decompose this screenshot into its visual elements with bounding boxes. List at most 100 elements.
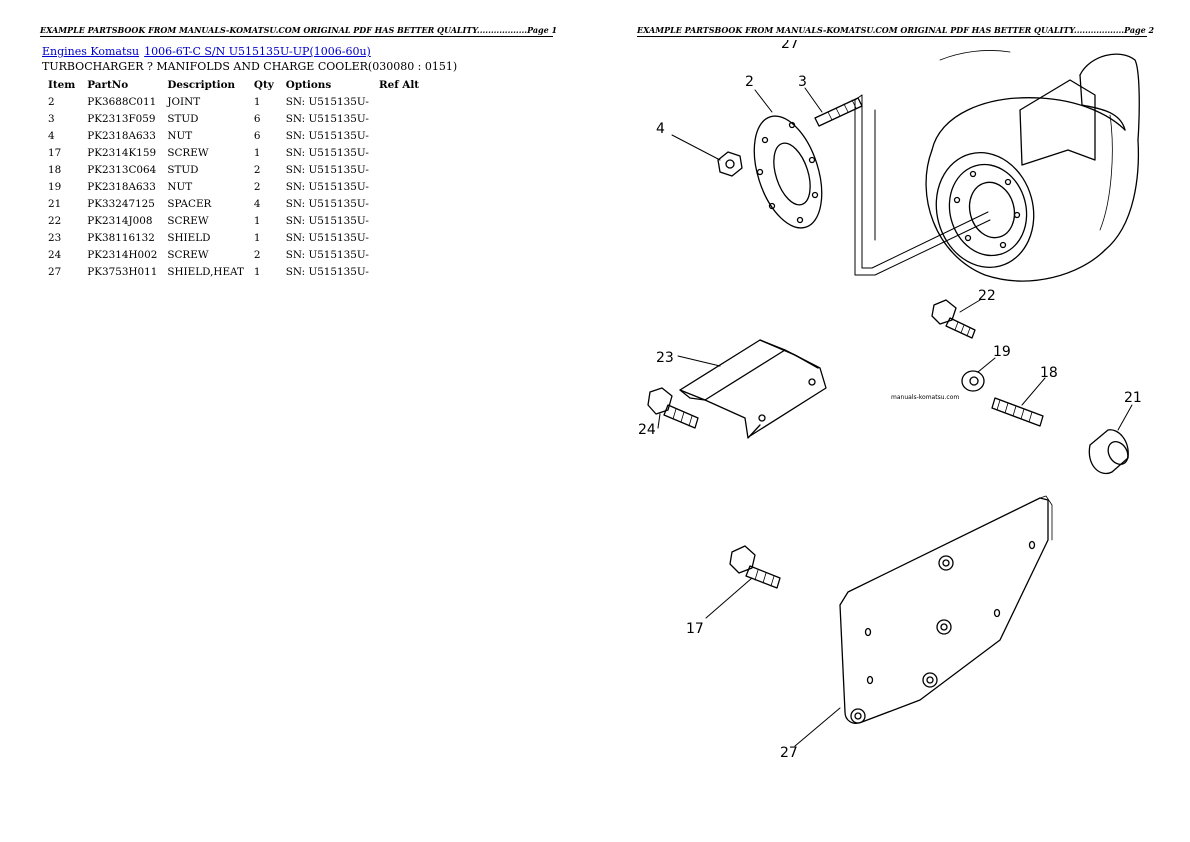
nut-19 xyxy=(961,370,985,392)
header-divider-right xyxy=(637,36,1147,37)
table-cell xyxy=(373,161,425,178)
column-header: Options xyxy=(285,79,332,91)
page-header-left: EXAMPLE PARTSBOOK FROM MANUALS-KOMATSU.C… xyxy=(40,25,558,35)
table-cell: 1 xyxy=(253,95,261,108)
table-cell: 23 xyxy=(48,231,62,244)
column-header: Item xyxy=(48,79,76,91)
table-cell: SN: U515135U- xyxy=(285,248,369,261)
table-cell: 1 xyxy=(253,214,261,227)
table-cell xyxy=(373,212,425,229)
table-cell: PK2314K159 xyxy=(87,146,157,159)
table-cell: 2 xyxy=(253,248,261,261)
table-cell: SN: U515135U- xyxy=(285,146,369,159)
stud-18 xyxy=(991,397,1044,427)
table-cell: 2 xyxy=(253,180,261,193)
table-cell: PK33247125 xyxy=(87,197,155,210)
table-cell: 17 xyxy=(48,146,62,159)
screw-24 xyxy=(647,387,699,429)
table-cell: PK2318A633 xyxy=(87,129,156,142)
table-cell: 2 xyxy=(253,163,261,176)
table-cell: PK2318A633 xyxy=(87,180,156,193)
table-cell xyxy=(373,246,425,263)
table-row: 24 PK2314H002 SCREW 2 SN: U515135U- xyxy=(42,246,425,263)
callout-17: 17 xyxy=(686,621,704,637)
callout-22: 22 xyxy=(978,288,996,304)
stud-3 xyxy=(814,97,863,127)
table-cell: JOINT xyxy=(167,95,201,108)
breadcrumb-link-engines[interactable]: Engines Komatsu xyxy=(42,45,140,58)
table-cell: 1 xyxy=(253,231,261,244)
breadcrumb-link-model[interactable]: 1006-6T-C S/N U515135U-UP(1006-60u) xyxy=(144,45,371,58)
column-header: Ref Alt xyxy=(378,79,420,91)
table-cell: 3 xyxy=(48,112,55,125)
table-cell: SCREW xyxy=(167,146,209,159)
table-cell xyxy=(373,110,425,127)
callout-24: 24 xyxy=(638,422,656,438)
column-header: Qty xyxy=(253,79,274,91)
callout-18: 18 xyxy=(1040,365,1058,381)
table-cell: 18 xyxy=(48,163,62,176)
table-row: 2 PK3688C011 JOINT 1 SN: U515135U- xyxy=(42,93,425,110)
table-cell: PK3688C011 xyxy=(87,95,157,108)
callout-leaders xyxy=(657,87,1133,747)
nut-4 xyxy=(717,151,743,177)
table-row: 19 PK2318A633 NUT 2 SN: U515135U- xyxy=(42,178,425,195)
table-cell: 4 xyxy=(253,197,261,210)
table-cell: SN: U515135U- xyxy=(285,197,369,210)
table-cell xyxy=(373,144,425,161)
table-cell: SN: U515135U- xyxy=(285,265,369,278)
table-cell: SCREW xyxy=(167,214,209,227)
screw-22 xyxy=(931,299,976,339)
callout-19: 19 xyxy=(993,344,1011,360)
table-cell: NUT xyxy=(167,180,193,193)
table-cell: SN: U515135U- xyxy=(285,129,369,142)
table-cell: SN: U515135U- xyxy=(285,95,369,108)
page-header-right: EXAMPLE PARTSBOOK FROM MANUALS-KOMATSU.C… xyxy=(637,25,1155,35)
table-cell: SHIELD,HEAT xyxy=(167,265,244,278)
table-cell: PK2314J008 xyxy=(87,214,153,227)
table-cell: SN: U515135U- xyxy=(285,163,369,176)
table-cell: 6 xyxy=(253,112,261,125)
column-header: PartNo xyxy=(87,79,129,91)
header-divider-left xyxy=(40,36,553,37)
table-cell: NUT xyxy=(167,129,193,142)
callout-3: 3 xyxy=(798,74,807,90)
table-cell xyxy=(373,93,425,110)
callout-4: 4 xyxy=(656,121,665,137)
table-cell: SCREW xyxy=(167,248,209,261)
table-cell: 22 xyxy=(48,214,62,227)
table-cell xyxy=(373,263,425,280)
table-cell: 2 xyxy=(48,95,55,108)
table-cell: 6 xyxy=(253,129,261,142)
table-cell: PK2314H002 xyxy=(87,248,158,261)
table-cell: STUD xyxy=(167,163,199,176)
table-cell: 27 xyxy=(48,265,62,278)
table-cell xyxy=(373,195,425,212)
screw-17 xyxy=(729,545,781,589)
table-cell: PK2313F059 xyxy=(87,112,156,125)
callout-27-top: 27 xyxy=(781,40,799,52)
callout-23: 23 xyxy=(656,350,674,366)
table-cell xyxy=(373,229,425,246)
table-cell: SN: U515135U- xyxy=(285,180,369,193)
spacer-21 xyxy=(1088,429,1129,475)
table-cell: SN: U515135U- xyxy=(285,231,369,244)
shield-23 xyxy=(679,339,827,439)
table-cell: STUD xyxy=(167,112,199,125)
callout-27: 27 xyxy=(780,745,798,760)
table-cell: PK3753H011 xyxy=(87,265,158,278)
table-cell: 24 xyxy=(48,248,62,261)
table-cell: SN: U515135U- xyxy=(285,214,369,227)
callout-2: 2 xyxy=(745,74,754,90)
breadcrumb: Engines Komatsu 1006-6T-C S/N U515135U-UP… xyxy=(42,45,376,58)
table-cell xyxy=(373,178,425,195)
table-header-row: Item PartNo Description Qty Options Ref … xyxy=(42,77,425,93)
watermark: manuals-komatsu.com xyxy=(891,394,959,401)
table-cell: 19 xyxy=(48,180,62,193)
